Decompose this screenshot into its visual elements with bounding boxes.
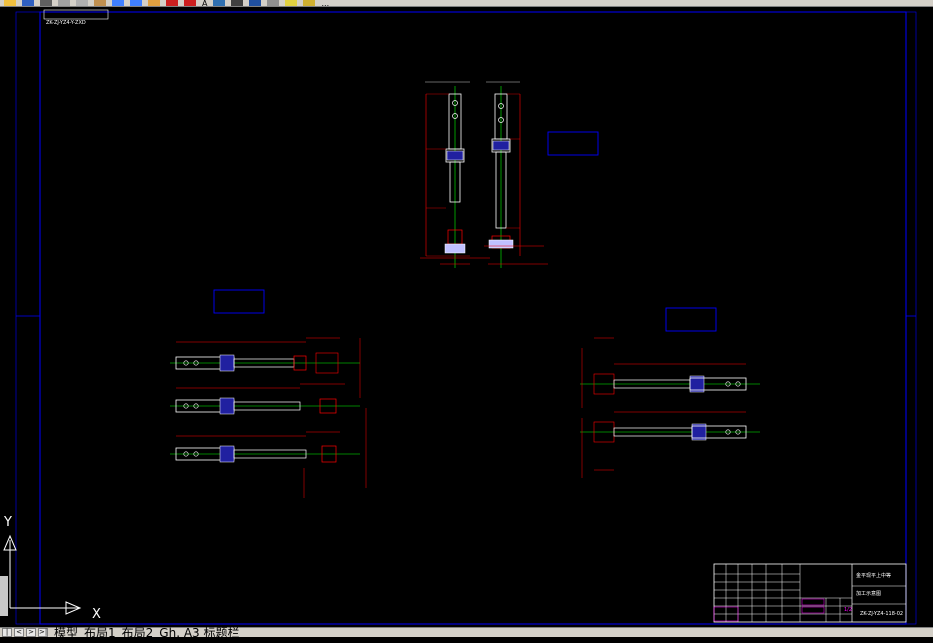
ucs-icon (3, 534, 82, 615)
vertical-view-1 (420, 81, 490, 268)
first-tab-button[interactable]: |< (2, 628, 12, 643)
cad-drawing (3, 9, 917, 625)
ucs-x-label: X (92, 607, 101, 622)
drawing-border (39, 11, 907, 625)
sheet-number: 1/2 (844, 607, 853, 613)
help-icon[interactable] (249, 0, 262, 6)
tab-a3-title[interactable]: Gh. A3 标题栏 (159, 625, 240, 640)
tab-model[interactable]: 模型 (54, 625, 79, 640)
file-label-box (43, 9, 109, 20)
prev-tab-button[interactable]: < (14, 628, 24, 637)
table-icon[interactable] (231, 0, 244, 6)
last-tab-button[interactable]: >| (38, 628, 48, 637)
horizontal-view-right-2 (580, 411, 760, 478)
zoom-window-icon[interactable] (184, 0, 196, 6)
text-style-label[interactable]: A (202, 0, 208, 7)
save-icon[interactable] (22, 0, 34, 6)
zoom-icon[interactable] (166, 0, 178, 6)
drawing-file-label: ZK-ZJ-YZ4-Y-ZXD (46, 20, 86, 26)
lightbulb-icon[interactable] (285, 0, 298, 6)
undo-icon[interactable] (112, 0, 124, 6)
cut-icon[interactable] (58, 0, 70, 6)
ucs-y-label: Y (4, 515, 12, 530)
redo-icon[interactable] (130, 0, 142, 6)
standard-toolbar: A ... (0, 0, 933, 7)
vertical-view-2 (484, 81, 548, 268)
title-block (713, 563, 907, 623)
paste-icon[interactable] (94, 0, 106, 6)
layer-manager-icon[interactable] (267, 0, 280, 6)
tab-layout-1[interactable]: 布局1 (84, 625, 116, 640)
detail-box-3 (665, 307, 717, 332)
title-line-2: 加工示意图 (856, 591, 882, 597)
properties-icon[interactable] (213, 0, 226, 6)
side-palette-strip[interactable] (0, 576, 8, 616)
horizontal-view-left-3 (170, 408, 367, 498)
pan-icon[interactable] (148, 0, 160, 6)
layout-tab-bar: |< < > >| 模型 布局1 布局2 Gh. A3 标题栏 (0, 625, 933, 643)
copy-icon[interactable] (76, 0, 88, 6)
sheet-border (15, 11, 917, 625)
print-icon[interactable] (40, 0, 52, 6)
horizontal-view-right-1 (580, 337, 760, 408)
layer-name[interactable]: ... (321, 0, 330, 7)
title-block-text: 金平现平上中等 加工示意图 1/2 ZK-ZJ-YZ4-118-02 (716, 573, 908, 630)
horizontal-view-left-2 (170, 383, 360, 415)
detail-box-1 (547, 131, 599, 156)
detail-box-2 (213, 289, 265, 314)
lock-icon[interactable] (303, 0, 316, 6)
horizontal-view-left-1 (170, 337, 361, 398)
tab-layout-2[interactable]: 布局2 (121, 625, 154, 640)
drawing-canvas[interactable]: ZK-ZJ-YZ4-Y-ZXD 金平现平上中等 加工示意图 1/2 ZK-ZJ-… (0, 8, 933, 627)
next-tab-button[interactable]: > (26, 628, 36, 637)
title-line-1: 金平现平上中等 (856, 573, 892, 579)
drawing-number: ZK-ZJ-YZ4-118-02 (860, 611, 904, 617)
open-icon[interactable] (4, 0, 16, 6)
